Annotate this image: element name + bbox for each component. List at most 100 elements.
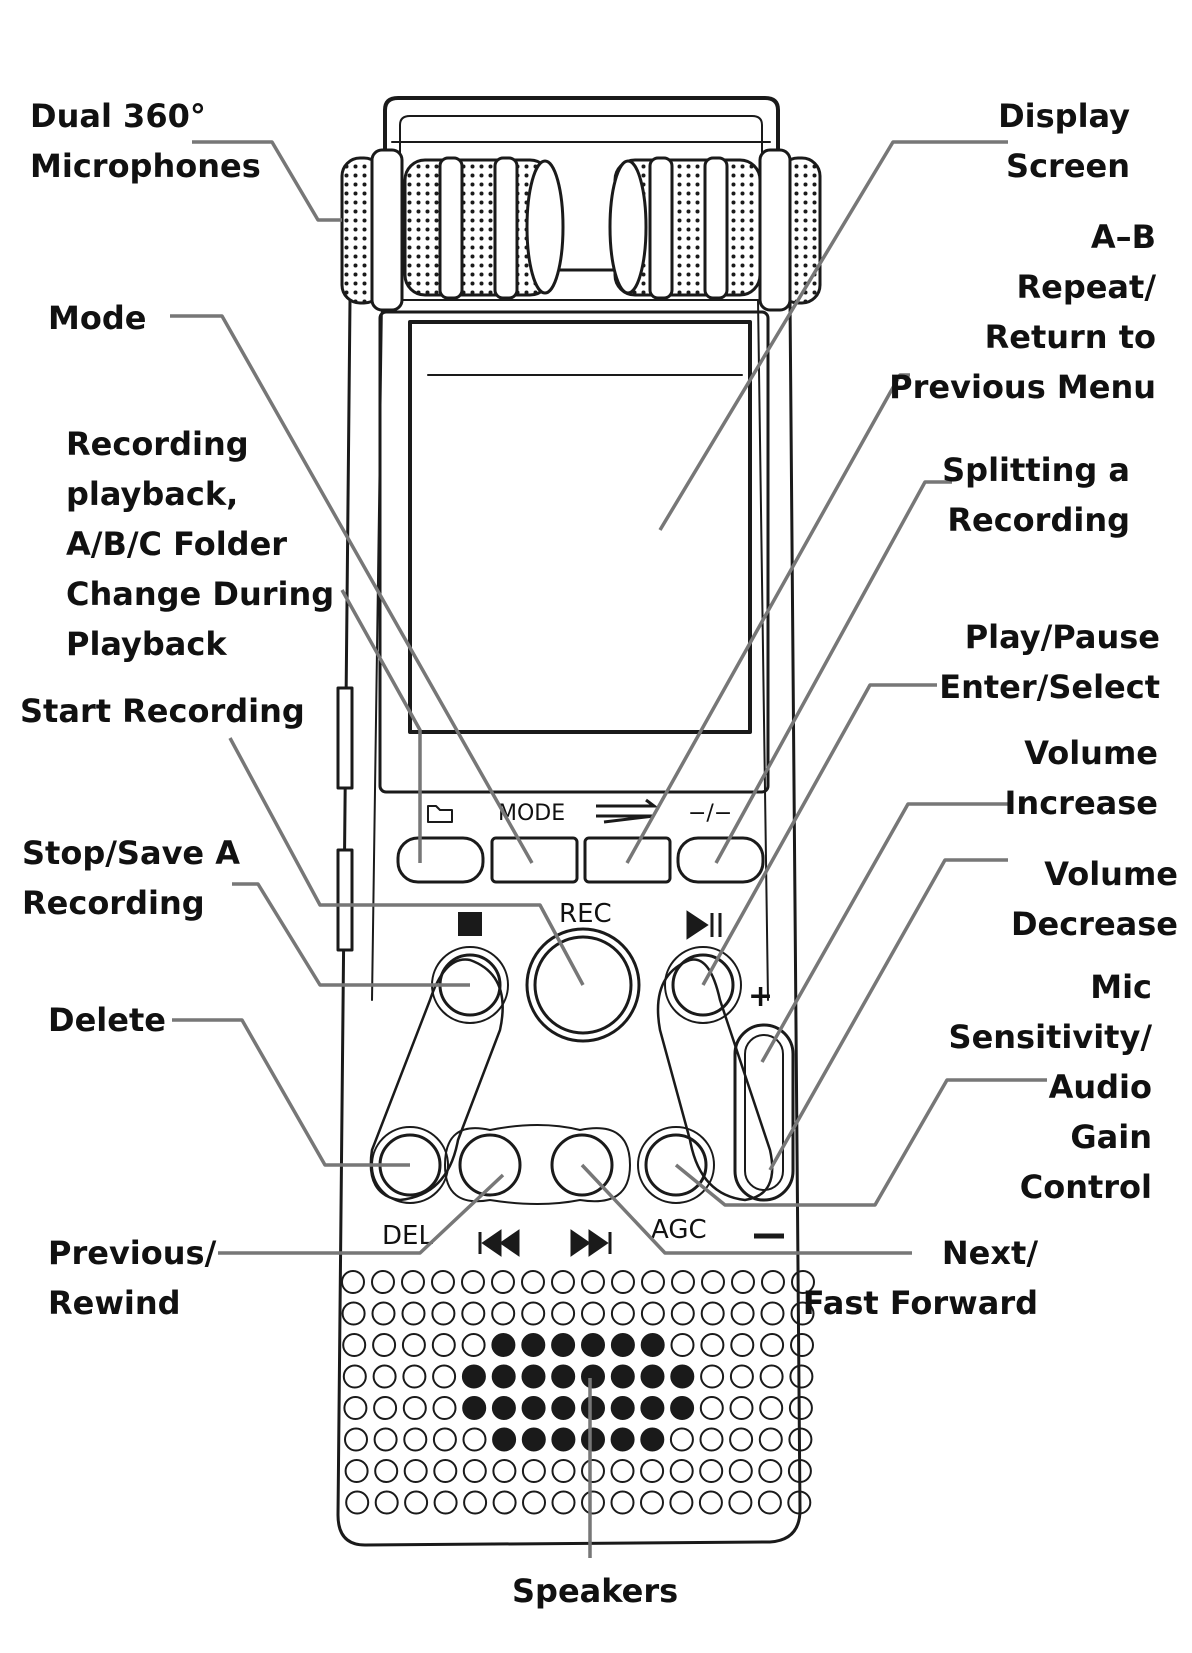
leader-display xyxy=(658,140,1008,531)
speaker-hole xyxy=(522,1490,546,1515)
speaker-hole xyxy=(760,1333,785,1357)
speaker-hole xyxy=(551,1364,576,1389)
speaker-hole xyxy=(403,1427,428,1452)
speaker-hole xyxy=(669,1427,694,1452)
speaker-hole xyxy=(371,1301,396,1326)
speaker-hole xyxy=(431,1333,456,1357)
speaker-hole xyxy=(640,1333,665,1357)
right-microphone xyxy=(608,148,822,312)
speaker-hole xyxy=(372,1364,397,1389)
speaker-hole xyxy=(788,1396,813,1420)
speaker-hole xyxy=(551,1333,576,1357)
speaker-hole xyxy=(345,1490,370,1515)
speaker-hole xyxy=(787,1459,812,1483)
rec-button xyxy=(533,935,633,1035)
speaker-hole xyxy=(669,1490,694,1515)
speaker-hole xyxy=(461,1301,486,1326)
speaker-hole xyxy=(463,1490,488,1515)
speaker-hole xyxy=(491,1270,515,1294)
leader-mode xyxy=(170,314,534,864)
speaker-hole xyxy=(789,1364,814,1389)
speaker-hole xyxy=(344,1459,369,1483)
prev-next-cluster xyxy=(444,1124,631,1205)
speaker-hole xyxy=(788,1427,813,1452)
speaker-hole xyxy=(701,1270,725,1294)
speaker-hole xyxy=(551,1427,576,1452)
leader-next xyxy=(580,1163,912,1255)
display-screen-bezel xyxy=(378,310,770,794)
speaker-hole xyxy=(640,1459,665,1483)
plus-label: + xyxy=(748,979,773,1014)
folder-icon xyxy=(427,805,453,823)
speaker-hole xyxy=(761,1270,785,1294)
speaker-hole xyxy=(374,1490,399,1515)
speaker-hole xyxy=(432,1427,457,1452)
folder-key xyxy=(396,836,485,884)
label-speakers: Speakers xyxy=(512,1572,679,1610)
leader-delete xyxy=(172,1018,410,1167)
speaker-hole xyxy=(640,1490,664,1515)
speaker-hole xyxy=(372,1333,397,1357)
speaker-hole xyxy=(699,1427,724,1452)
speaker-hole xyxy=(462,1459,487,1483)
speaker-hole xyxy=(641,1270,665,1294)
speaker-hole xyxy=(342,1364,367,1389)
speaker-hole xyxy=(491,1301,516,1326)
speaker-hole xyxy=(581,1490,605,1515)
speaker-hole xyxy=(670,1364,695,1389)
label-next: Next/Fast Forward xyxy=(802,1234,1038,1322)
speaker-hole xyxy=(581,1396,605,1420)
speaker-hole xyxy=(551,1396,576,1420)
leader-ab-repeat xyxy=(625,373,910,864)
left-key-cluster xyxy=(369,958,504,1202)
rec-label: REC xyxy=(559,899,612,929)
right-key-cluster xyxy=(656,958,774,1202)
speaker-hole xyxy=(640,1396,665,1420)
speaker-hole xyxy=(581,1301,605,1326)
speaker-hole xyxy=(373,1427,398,1452)
return-arrow-icon xyxy=(596,798,659,824)
speaker-hole xyxy=(492,1459,517,1483)
speaker-hole xyxy=(729,1396,754,1420)
speaker-hole xyxy=(491,1396,516,1420)
leader-split xyxy=(714,480,952,864)
speaker-hole xyxy=(611,1270,635,1294)
label-previous: Previous/Rewind xyxy=(48,1234,217,1322)
speaker-hole xyxy=(491,1333,516,1357)
leader-vol-up xyxy=(760,802,1008,1063)
volume-rocker xyxy=(733,1023,795,1202)
speaker-hole xyxy=(404,1490,429,1515)
speaker-hole xyxy=(700,1333,725,1357)
speaker-grille xyxy=(341,1270,815,1515)
speaker-hole xyxy=(521,1459,546,1483)
speaker-hole xyxy=(521,1364,546,1389)
speaker-hole xyxy=(790,1301,815,1326)
mode-key xyxy=(490,836,579,884)
side-switch-upper xyxy=(336,686,354,790)
speaker-hole xyxy=(431,1270,455,1294)
agc-button xyxy=(644,1133,708,1197)
speaker-hole xyxy=(640,1427,665,1452)
speaker-hole xyxy=(669,1459,694,1483)
speaker-hole xyxy=(610,1396,635,1420)
speaker-hole xyxy=(462,1427,487,1452)
speaker-hole xyxy=(729,1364,754,1389)
speaker-hole xyxy=(492,1427,517,1452)
speaker-hole xyxy=(670,1396,695,1420)
speaker-hole xyxy=(670,1333,695,1357)
label-start-recording: Start Recording xyxy=(20,692,305,730)
play-pause-button xyxy=(671,953,735,1017)
speaker-hole xyxy=(432,1396,457,1420)
split-key xyxy=(676,836,765,884)
speaker-hole xyxy=(343,1396,368,1420)
speaker-hole xyxy=(610,1459,635,1483)
label-mics: Dual 360°Microphones xyxy=(30,97,261,185)
display-screen xyxy=(408,320,752,734)
speaker-hole xyxy=(581,1333,605,1357)
next-button xyxy=(550,1133,614,1197)
speaker-hole xyxy=(551,1270,575,1294)
